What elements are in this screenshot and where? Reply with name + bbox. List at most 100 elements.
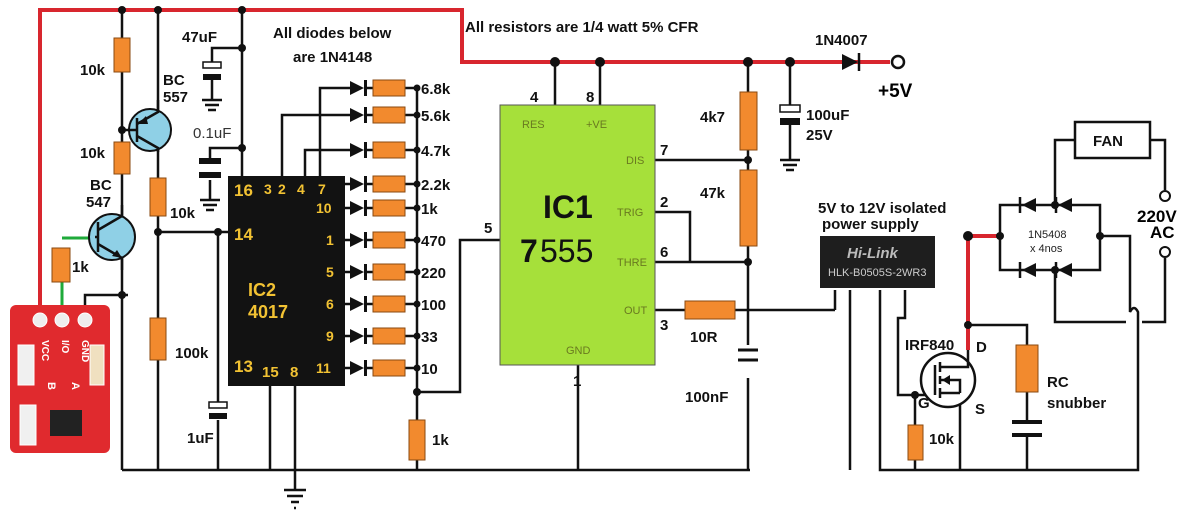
- ic2-pin-5: 5: [326, 264, 334, 280]
- ladder-resistor: [372, 175, 406, 193]
- ic2-4017: 16 3 2 4 7 14 13 15 8 10 1 5 6 9 11 IC2 …: [228, 176, 345, 386]
- capacitor-snubber-icon: [1012, 420, 1042, 437]
- ic2-pin-16: 16: [234, 181, 253, 200]
- ladder-resistor: [372, 231, 406, 249]
- mosfet-irf840-icon: [919, 350, 977, 409]
- pin-num-8: 8: [586, 89, 594, 106]
- ladder-row: 1k: [345, 199, 438, 218]
- pin-num-2: 2: [660, 194, 668, 211]
- label-47k: 47k: [700, 185, 726, 202]
- ic2-pin-11: 11: [316, 360, 331, 376]
- junction-dot: [413, 236, 421, 244]
- diode-1n4148-icon: [350, 107, 367, 123]
- label-q1-2: 557: [163, 89, 188, 106]
- resistor-10k-top: [113, 37, 131, 73]
- ic2-pin-14: 14: [234, 225, 253, 244]
- resistor-4k7: [739, 91, 758, 151]
- ac-terminal-bottom: [1159, 246, 1171, 258]
- ground-icon: [284, 488, 306, 510]
- label-r1: 10k: [80, 62, 106, 79]
- pin-gnd: GND: [79, 340, 90, 362]
- label-q2-1: BC: [90, 177, 112, 194]
- resistor-10k-mid: [113, 141, 131, 175]
- label-q2-2: 547: [86, 194, 111, 211]
- pad-b: B: [45, 382, 57, 390]
- junction-dot: [413, 268, 421, 276]
- label-25v: 25V: [806, 127, 833, 144]
- label-100nf: 100nF: [685, 389, 728, 406]
- ladder-row: 6.8k: [350, 79, 451, 98]
- label-c47: 47uF: [182, 29, 217, 46]
- ladder-resistor: [372, 79, 406, 97]
- label-vplus: +5V: [878, 81, 913, 102]
- label-s: S: [975, 401, 985, 418]
- label-c1: 1uF: [187, 430, 214, 447]
- ladder-row: 5.6k: [350, 106, 451, 125]
- transistor-bc547-icon: [88, 205, 136, 270]
- pin-num-6: 6: [660, 244, 668, 261]
- label-ladder-1k: 1k: [432, 432, 449, 449]
- ladder-row: 33: [345, 327, 438, 346]
- ladder-resistor-label: 1k: [421, 201, 438, 218]
- hilink-title-1: 5V to 12V isolated: [818, 200, 946, 217]
- pad-a: A: [69, 382, 81, 390]
- pin-num-4: 4: [530, 89, 539, 106]
- label-ac-1: 220V: [1137, 207, 1177, 226]
- diodes-note-line2: are 1N4148: [293, 49, 372, 66]
- diode-1n4148-icon: [350, 80, 367, 96]
- junction-dot: [413, 84, 421, 92]
- label-1n4007: 1N4007: [815, 32, 868, 49]
- hilink-model: HLK-B0505S-2WR3: [828, 267, 926, 279]
- pin-thre: THRE: [617, 257, 647, 269]
- capacitor-0.1uf-icon: [199, 158, 221, 212]
- resistor-10k-gate: [907, 424, 924, 461]
- junction-dot: [413, 111, 421, 119]
- diode-1n4148-icon: [350, 360, 367, 376]
- junction-dots: [118, 6, 1104, 399]
- label-100uf: 100uF: [806, 107, 849, 124]
- label-r3: 10k: [170, 205, 196, 222]
- ac-terminal-top: [1159, 190, 1171, 202]
- ic2-pin-8: 8: [290, 364, 298, 381]
- ladder-resistor-label: 2.2k: [421, 177, 451, 194]
- diode-1n4007-icon: [842, 53, 861, 71]
- ladder-row: 4.7k: [350, 141, 451, 160]
- resistor-snubber: [1015, 344, 1039, 393]
- label-r5: 1k: [72, 259, 89, 276]
- ladder-resistor: [372, 295, 406, 313]
- capacitor-47uf-icon: [202, 61, 222, 112]
- pin-out: OUT: [624, 305, 648, 317]
- hilink-brand: Hi-Link: [847, 245, 898, 262]
- label-r4: 100k: [175, 345, 209, 362]
- ic1-part-a: 7: [520, 233, 538, 269]
- resistor-100k: [149, 317, 167, 361]
- junction-dot: [413, 204, 421, 212]
- diode-1n4148-icon: [350, 200, 367, 216]
- label-q1-1: BC: [163, 72, 185, 89]
- ladder-resistor: [372, 263, 406, 281]
- fan-box: [1073, 120, 1152, 160]
- touch-sensor-module: VCC I/O GND B A: [10, 305, 110, 453]
- ic2-pin-13: 13: [234, 357, 253, 376]
- pin-num-1: 1: [573, 373, 581, 390]
- label-10r: 10R: [690, 329, 718, 346]
- label-bridge-2: x 4nos: [1030, 243, 1063, 255]
- hilink-module: Hi-Link HLK-B0505S-2WR3: [820, 236, 935, 288]
- ladder-resistor-label: 33: [421, 329, 438, 346]
- junction-dot: [413, 364, 421, 372]
- junction-dot: [413, 146, 421, 154]
- label-c01: 0.1uF: [193, 125, 231, 142]
- wires: [83, 10, 1167, 490]
- pin-io: I/O: [59, 340, 70, 354]
- label-r2: 10k: [80, 145, 106, 162]
- bridge-rectifier-icon: [1018, 197, 1072, 278]
- ic2-pin-3: 3: [264, 181, 272, 197]
- resistor-10k-collector: [149, 177, 167, 217]
- resistor-1k-base: [51, 247, 71, 283]
- pin-num-3: 3: [660, 317, 668, 334]
- ic1-555: RES +VE DIS TRIG THRE OUT GND IC1 7 555: [499, 104, 656, 366]
- ladder-row: 10: [345, 359, 438, 378]
- pin-gnd: GND: [566, 345, 591, 357]
- ladder-row: 220: [345, 263, 446, 282]
- resistor-10r: [684, 300, 736, 320]
